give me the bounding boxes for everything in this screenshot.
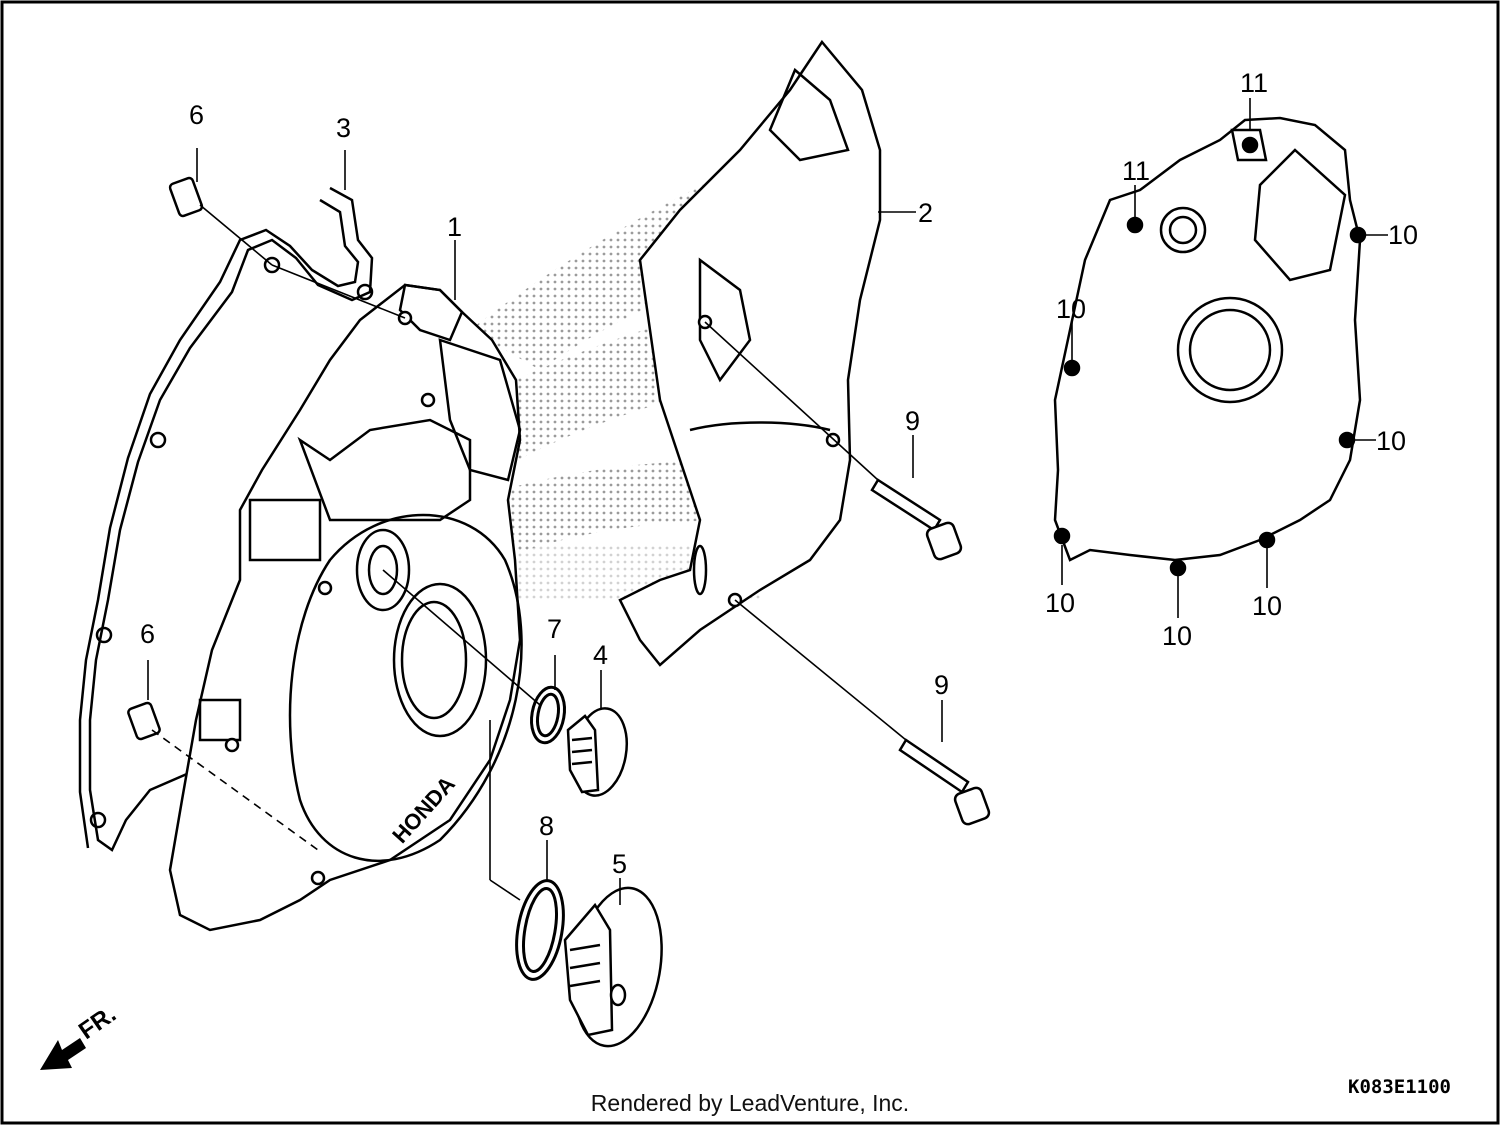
flange-bolt-part-9-lower[interactable] <box>898 738 991 826</box>
footer-credit: Rendered by LeadVenture, Inc. <box>590 1090 910 1116</box>
callout-5: 5 <box>612 849 627 879</box>
callout-1: 1 <box>447 212 462 242</box>
callout-10-upper-right: 10 <box>1388 220 1418 250</box>
assembly-leader-lines <box>147 98 1388 905</box>
cover-inner-view <box>1053 116 1367 577</box>
crankshaft-hole-cap-part-5[interactable] <box>563 881 674 1053</box>
callout-6-lower: 6 <box>140 619 155 649</box>
callout-10-bottom-center: 10 <box>1162 621 1192 651</box>
o-ring-part-8[interactable] <box>510 877 571 983</box>
callout-4: 4 <box>593 640 608 670</box>
arrow-left-down-icon <box>40 1038 86 1070</box>
timing-hole-cap-part-4[interactable] <box>566 704 633 800</box>
o-ring-part-7[interactable] <box>527 685 568 746</box>
callout-labels: 6 3 1 2 6 7 4 8 5 9 9 11 11 10 10 10 10 … <box>140 68 1418 879</box>
front-direction-arrow: FR. <box>40 1001 121 1070</box>
dowel-pin-part-6-upper[interactable] <box>168 176 204 218</box>
callout-9-upper: 9 <box>905 406 920 436</box>
callout-7: 7 <box>547 614 562 644</box>
callout-11-top: 11 <box>1240 68 1268 98</box>
callout-10-bottom-right: 10 <box>1252 591 1282 621</box>
callout-11-left: 11 <box>1122 156 1150 186</box>
diagram-code: K083E1100 <box>1348 1076 1451 1098</box>
callout-8: 8 <box>539 811 554 841</box>
callout-3: 3 <box>336 113 351 143</box>
front-label: FR. <box>74 1001 121 1045</box>
callout-10-left: 10 <box>1056 294 1086 324</box>
dowel-pin-part-6-lower[interactable] <box>127 701 161 741</box>
callout-9-lower: 9 <box>934 670 949 700</box>
callout-10-right: 10 <box>1376 426 1406 456</box>
callout-10-bottom-left: 10 <box>1045 588 1075 618</box>
flange-bolt-part-9-upper[interactable] <box>870 478 963 561</box>
callout-2: 2 <box>918 198 933 228</box>
left-crankcase-cover-part-1[interactable]: HONDA <box>168 283 523 932</box>
callout-6-upper: 6 <box>189 100 204 130</box>
